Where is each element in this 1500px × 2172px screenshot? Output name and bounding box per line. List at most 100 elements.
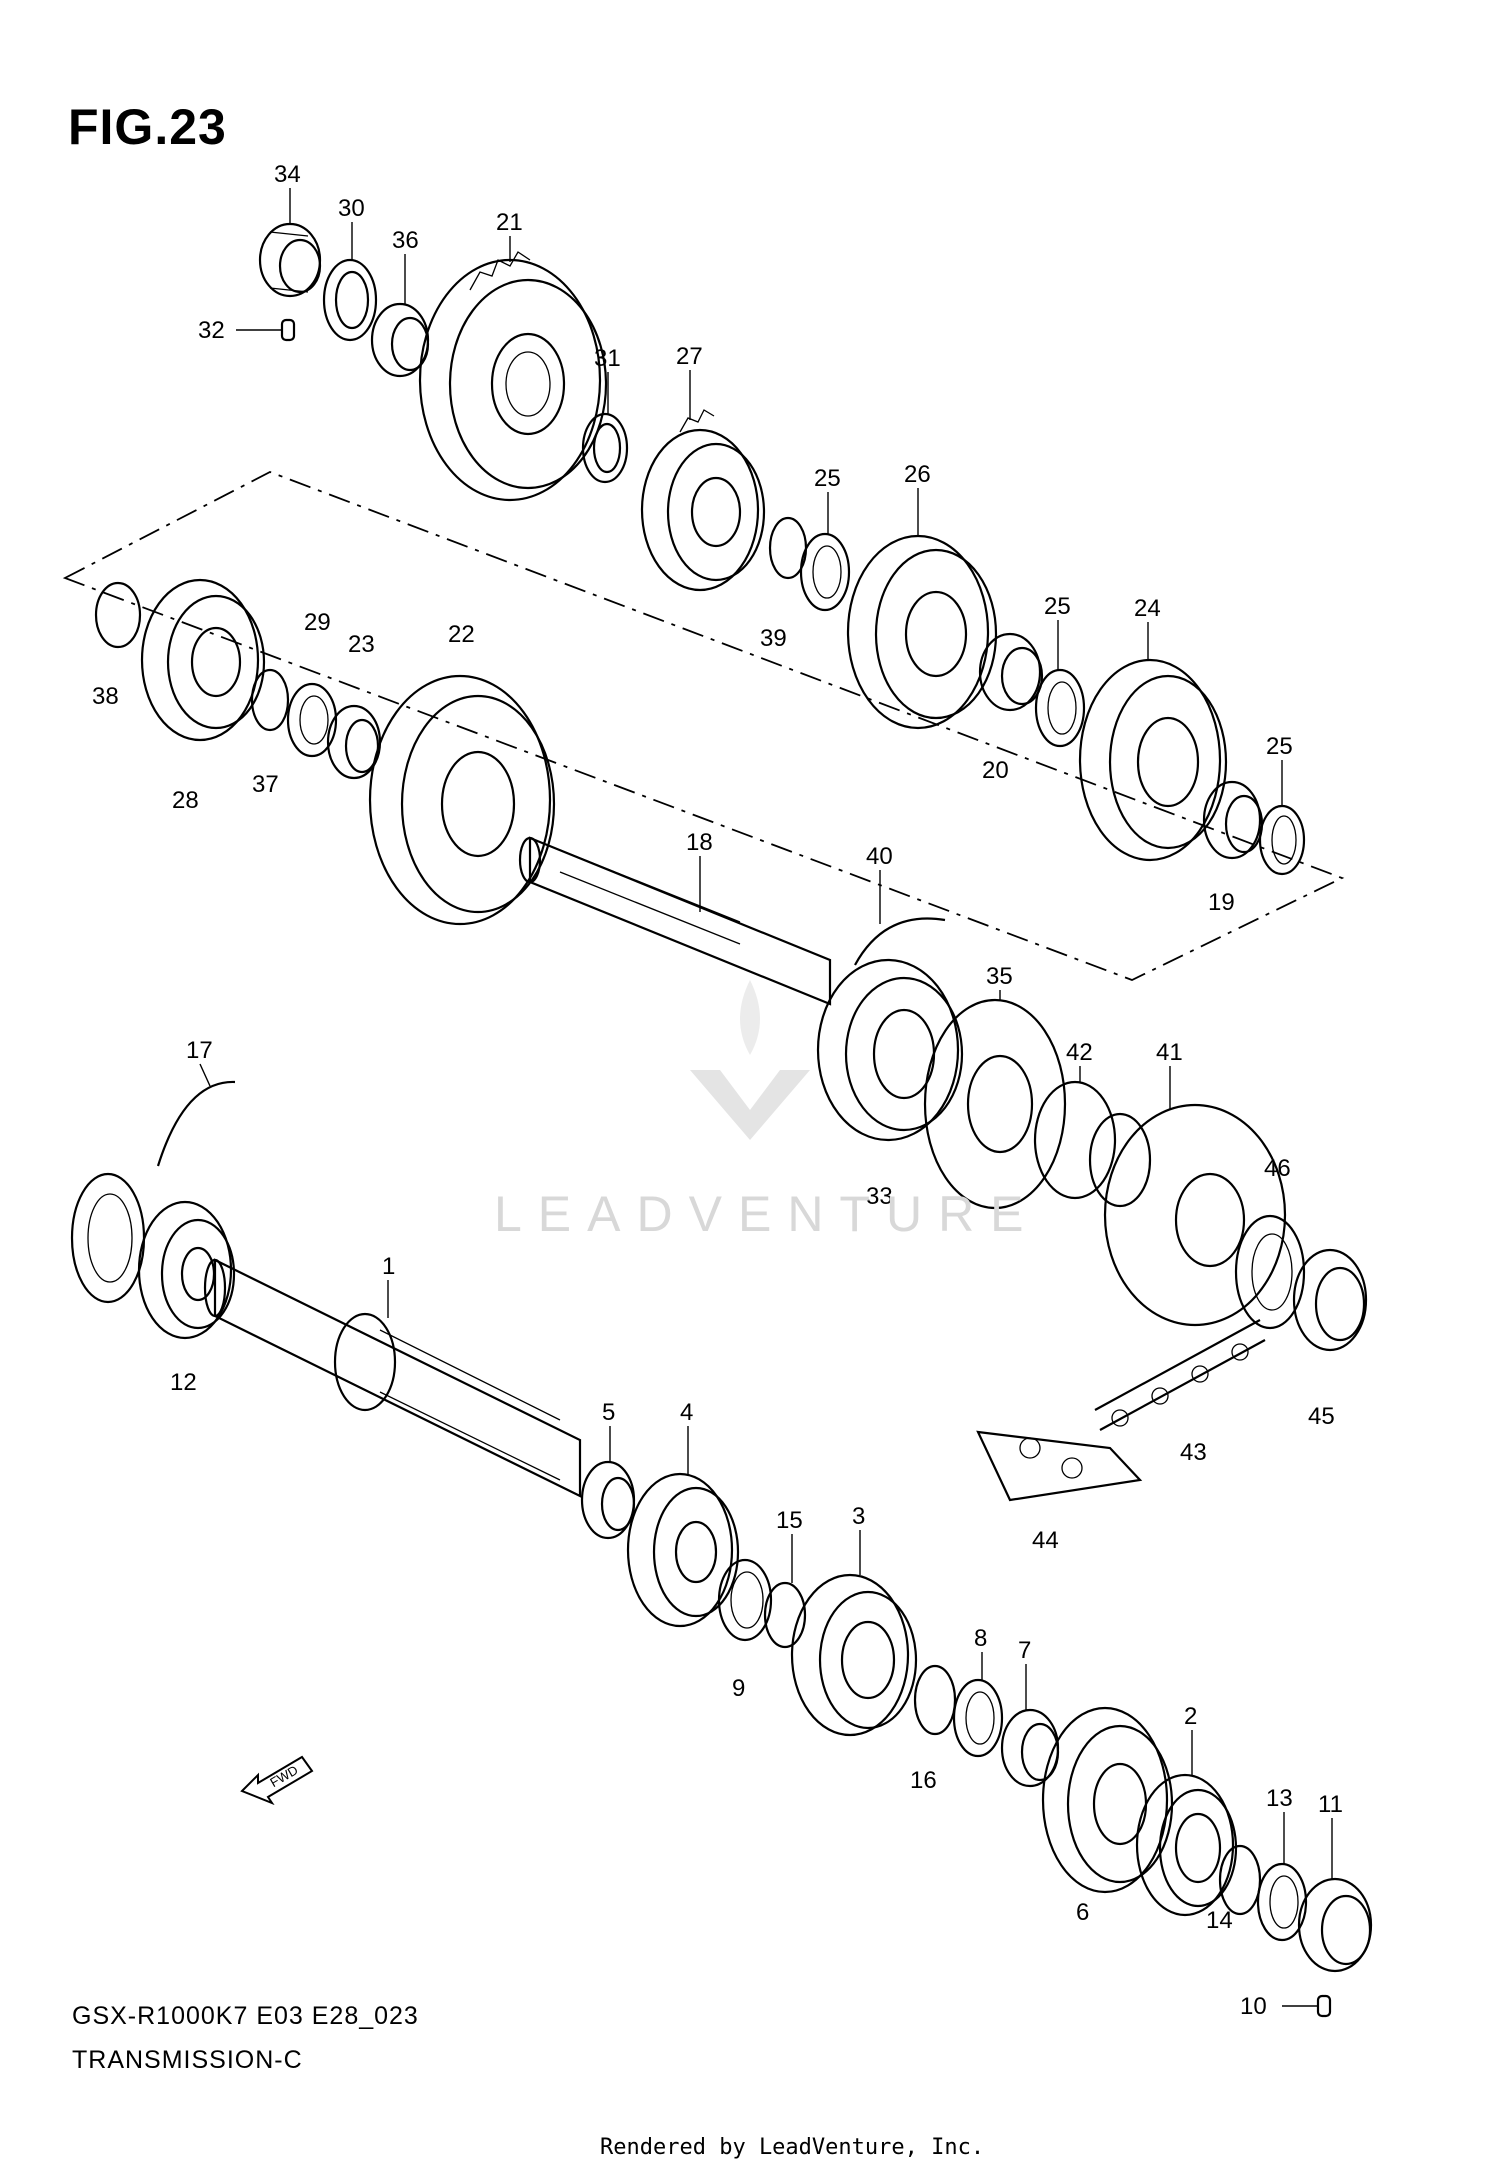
circlip-17[interactable] — [156, 1080, 236, 1167]
washer-30[interactable] — [322, 258, 378, 342]
callout-22: 22 — [448, 621, 475, 648]
callout-2: 2 — [1184, 1703, 1197, 1730]
callout-14: 14 — [1206, 1907, 1233, 1934]
callout-10: 10 — [1240, 1993, 1267, 2020]
callout-4: 4 — [680, 1399, 693, 1426]
callout-9: 9 — [732, 1675, 745, 1702]
bearing-34[interactable] — [258, 222, 322, 298]
callout-6: 6 — [1076, 1899, 1089, 1926]
gear-3[interactable] — [790, 1573, 918, 1737]
gear-4[interactable] — [626, 1472, 740, 1628]
seal-45[interactable] — [1292, 1248, 1368, 1352]
bearing-33[interactable] — [816, 958, 964, 1142]
callout-18: 18 — [686, 829, 713, 856]
washer-29[interactable] — [286, 682, 338, 758]
washer-25-b[interactable] — [1034, 668, 1086, 748]
callout-35: 35 — [986, 963, 1013, 990]
callout-20: 20 — [982, 757, 1009, 784]
gear-27[interactable] — [640, 409, 766, 592]
washer-31[interactable] — [581, 412, 629, 484]
circlip-40[interactable] — [854, 917, 946, 966]
callout-38: 38 — [92, 683, 119, 710]
pin-10[interactable] — [1316, 1994, 1332, 2018]
callout-36: 36 — [392, 227, 419, 254]
callout-33: 33 — [866, 1183, 893, 1210]
washer-12-outer[interactable] — [70, 1172, 146, 1304]
washer-25-a[interactable] — [799, 532, 851, 612]
callout-17: 17 — [186, 1037, 213, 1064]
callout-28: 28 — [172, 787, 199, 814]
model-code: GSX-R1000K7 E03 E28_023 — [72, 2002, 419, 2030]
washer-13[interactable] — [1256, 1862, 1308, 1942]
callout-29: 29 — [304, 609, 331, 636]
watermark-text: LEADVENTURE — [494, 1186, 1040, 1242]
callout-21: 21 — [496, 209, 523, 236]
callout-3: 3 — [852, 1503, 865, 1530]
callout-27: 27 — [676, 343, 703, 370]
circlip-38[interactable] — [94, 581, 142, 649]
bushing-5[interactable] — [580, 1460, 636, 1540]
circlip-37[interactable] — [250, 668, 290, 732]
callout-31: 31 — [594, 345, 621, 372]
callout-43: 43 — [1180, 1439, 1207, 1466]
section-name: TRANSMISSION-C — [72, 2046, 303, 2074]
callout-11: 11 — [1318, 1791, 1343, 1818]
callout-12: 12 — [170, 1369, 197, 1396]
callout-45: 45 — [1308, 1403, 1335, 1430]
callout-41: 41 — [1156, 1039, 1183, 1066]
callout-34: 34 — [274, 161, 301, 188]
driveshaft-1[interactable] — [203, 1258, 582, 1498]
spacer-42[interactable] — [1033, 1080, 1152, 1208]
callout-25-c: 25 — [1266, 733, 1293, 760]
callout-15: 15 — [776, 1507, 803, 1534]
callout-25-a: 25 — [814, 465, 841, 492]
circlip-16[interactable] — [913, 1664, 957, 1736]
washer-35[interactable] — [923, 998, 1067, 1210]
bushing-36[interactable] — [370, 302, 430, 378]
callout-25-b: 25 — [1044, 593, 1071, 620]
callout-1: 1 — [382, 1253, 395, 1280]
callout-13: 13 — [1266, 1785, 1293, 1812]
gear-6[interactable] — [1041, 1706, 1174, 1894]
gear-21[interactable] — [418, 251, 608, 502]
bearing-11[interactable] — [1297, 1877, 1373, 1973]
callout-32: 32 — [198, 317, 225, 344]
pin-32[interactable] — [280, 318, 296, 342]
washer-25-c[interactable] — [1258, 804, 1306, 876]
gear-22[interactable] — [368, 674, 556, 926]
fwd-arrow-icon: FWD — [240, 1755, 314, 1805]
callout-5: 5 — [602, 1399, 615, 1426]
callout-37: 37 — [252, 771, 279, 798]
washer-9[interactable] — [717, 1558, 773, 1642]
gear-28[interactable] — [140, 578, 266, 742]
bearing-19[interactable] — [1202, 780, 1264, 860]
countershaft-18[interactable] — [518, 836, 832, 1006]
figure-title: FIG.23 — [68, 99, 227, 155]
callout-16: 16 — [910, 1767, 937, 1794]
sprocket-41[interactable] — [1103, 1103, 1287, 1327]
bearing-7[interactable] — [1000, 1708, 1060, 1788]
callout-19: 19 — [1208, 889, 1235, 916]
callout-24: 24 — [1134, 595, 1161, 622]
gear-2[interactable] — [1135, 1773, 1238, 1917]
gear-24[interactable] — [1078, 658, 1228, 862]
callout-26: 26 — [904, 461, 931, 488]
leadventure-logo-watermark — [690, 980, 810, 1140]
callout-23: 23 — [348, 631, 375, 658]
circlip-15[interactable] — [763, 1581, 807, 1649]
chain-43[interactable] — [1094, 1319, 1266, 1431]
callout-30: 30 — [338, 195, 365, 222]
render-credit: Rendered by LeadVenture, Inc. — [600, 2135, 985, 2160]
bearing-20[interactable] — [978, 632, 1044, 712]
callout-labels: 34 30 36 21 32 31 27 25 26 39 38 29 23 2… — [92, 161, 1343, 2020]
circlip-14[interactable] — [1218, 1844, 1262, 1916]
countershaft-group-outline — [62, 471, 1345, 981]
joint-kit-44[interactable] — [976, 1430, 1143, 1502]
washer-8[interactable] — [952, 1678, 1004, 1758]
callout-42: 42 — [1066, 1039, 1093, 1066]
callout-46: 46 — [1264, 1155, 1291, 1182]
washer-46[interactable] — [1234, 1214, 1306, 1330]
callout-40: 40 — [866, 843, 893, 870]
callout-7: 7 — [1018, 1637, 1031, 1664]
